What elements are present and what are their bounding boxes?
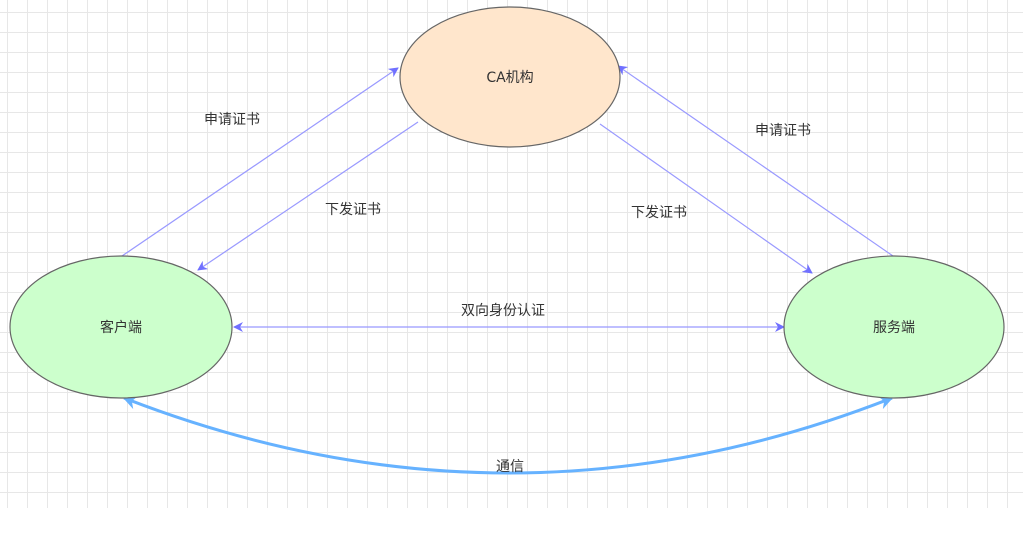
- label-ca-issue-cert-server: 下发证书: [631, 205, 687, 221]
- edge-communication[interactable]: [122, 396, 894, 475]
- edge-client-apply-cert[interactable]: [121, 67, 399, 257]
- node-server[interactable]: 服务端: [783, 255, 1005, 399]
- node-client-shape: [9, 255, 233, 399]
- node-ca-shape: [399, 6, 621, 148]
- label-server-apply-cert: 申请证书: [755, 123, 811, 139]
- node-ca[interactable]: CA机构: [399, 6, 621, 148]
- node-server-label: 服务端: [873, 320, 915, 336]
- label-communication: 通信: [496, 459, 524, 475]
- label-mutual-auth: 双向身份认证: [461, 303, 545, 319]
- edge-ca-issue-cert-client[interactable]: [197, 121, 419, 271]
- node-server-shape: [783, 255, 1005, 399]
- edge-server-apply-cert[interactable]: [617, 65, 894, 257]
- node-client-label: 客户端: [100, 319, 142, 336]
- node-ca-label: CA机构: [486, 70, 533, 86]
- node-client[interactable]: 客户端: [9, 255, 233, 399]
- edge-ca-issue-cert-server[interactable]: [599, 123, 813, 274]
- label-ca-issue-cert-client: 下发证书: [325, 202, 381, 218]
- label-client-apply-cert: 申请证书: [204, 112, 260, 128]
